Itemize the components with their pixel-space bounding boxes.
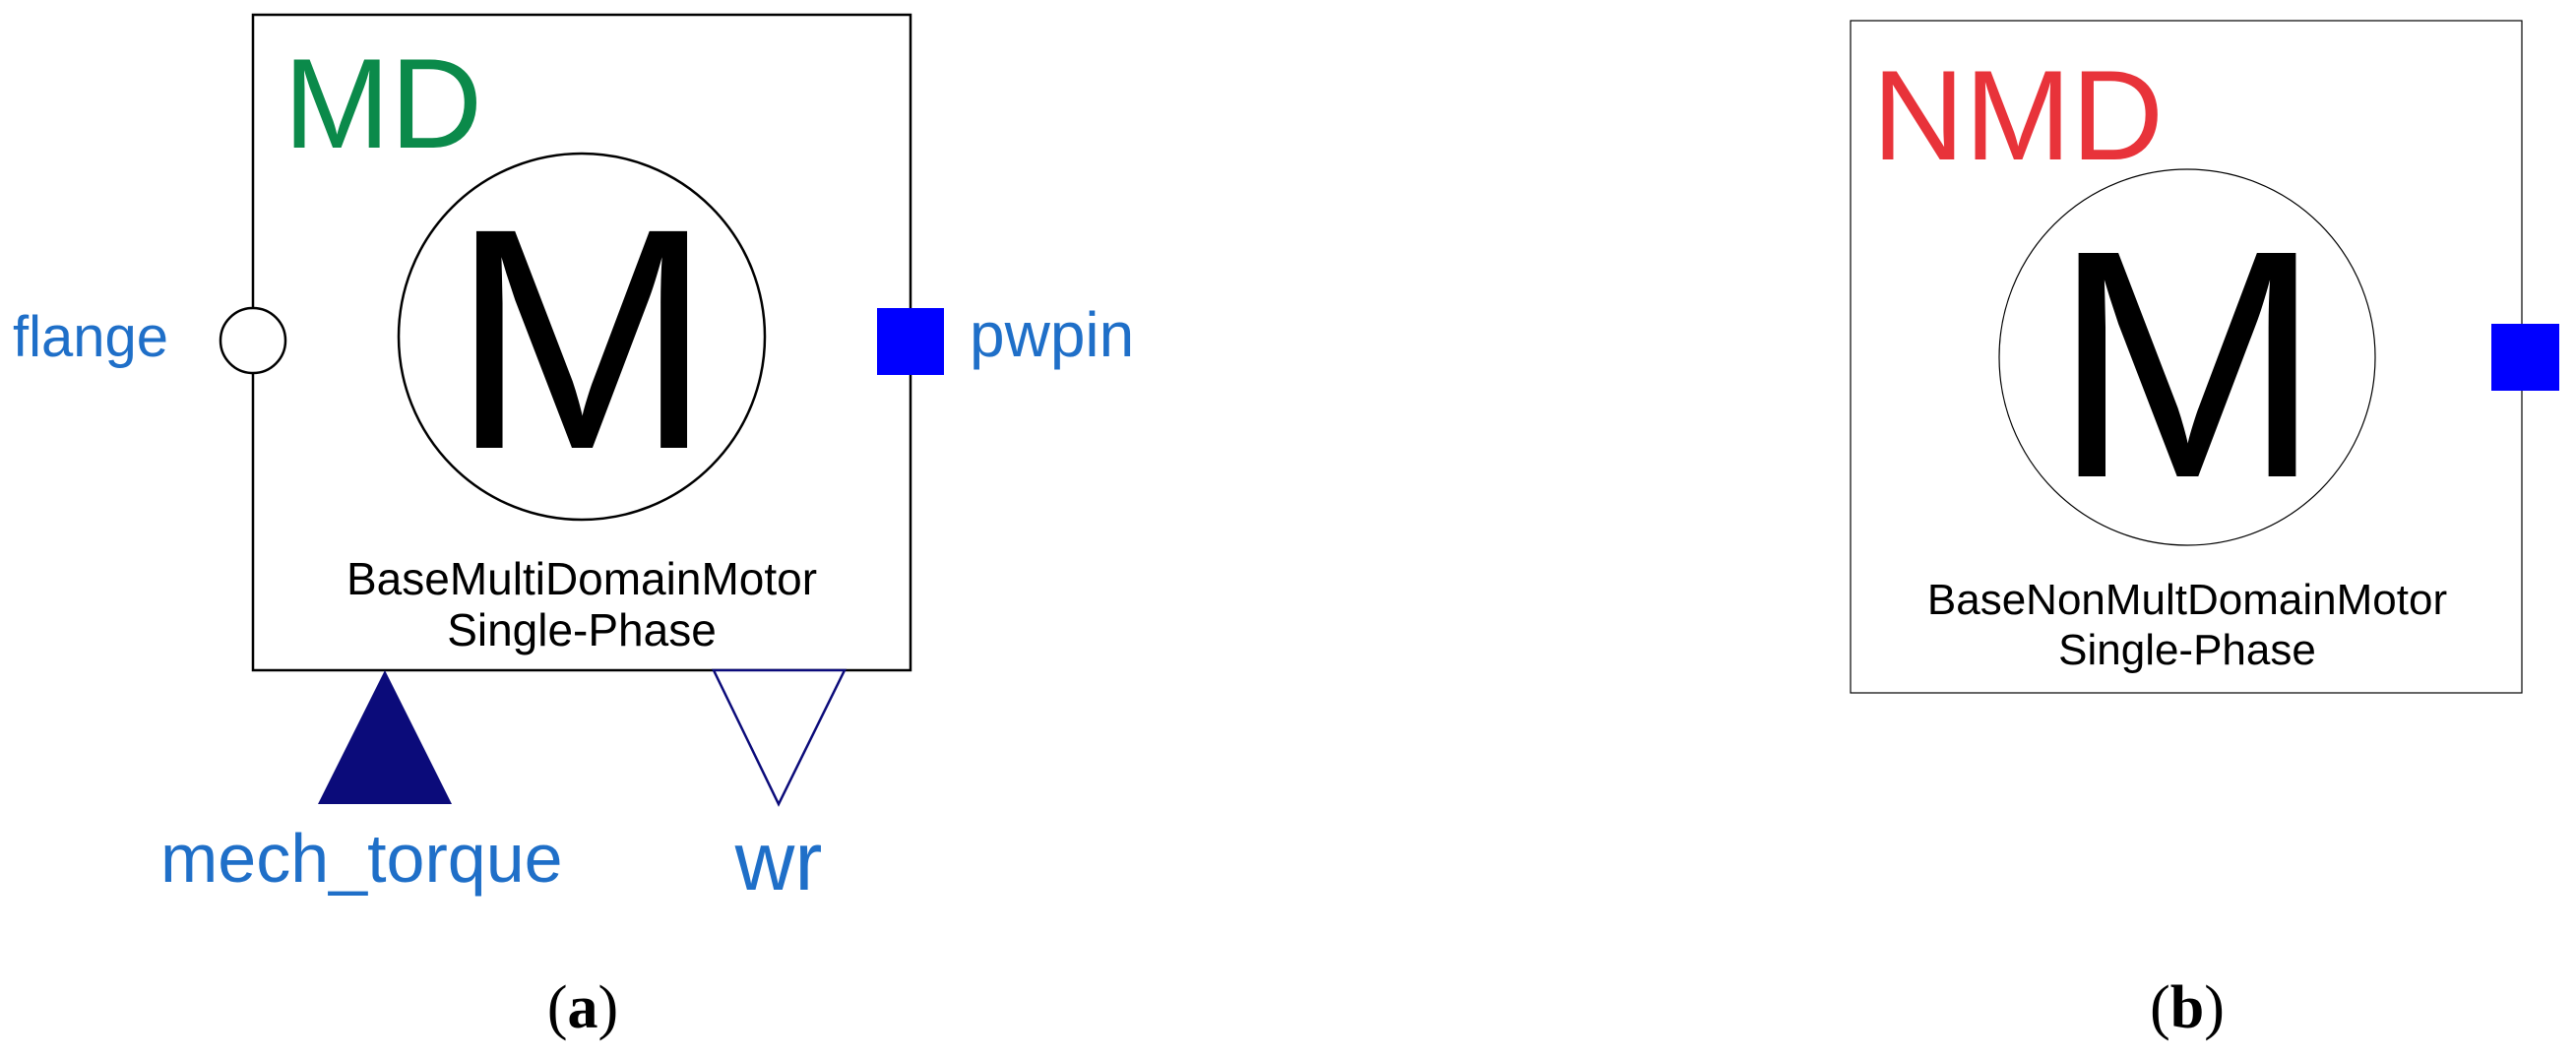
nmd-tag: NMD xyxy=(1872,43,2164,187)
flange-label: flange xyxy=(13,305,168,369)
wr-port-icon[interactable] xyxy=(712,668,848,807)
nmd-motor-circle-icon xyxy=(1998,168,2376,546)
nmd-model-subtitle: Single-Phase xyxy=(2058,626,2316,674)
md-model-subtitle: Single-Phase xyxy=(447,604,717,655)
pwpin-port-icon[interactable] xyxy=(877,308,944,375)
caption-a: (a) xyxy=(547,974,618,1041)
mech-torque-label: mech_torque xyxy=(160,820,563,897)
md-tag: MD xyxy=(283,31,482,175)
panel-b: NMD M BaseNonMultDomainMotor Single-Phas… xyxy=(1850,20,2559,1041)
nmd-pwpin-port-icon[interactable] xyxy=(2491,324,2559,391)
flange-port-icon[interactable] xyxy=(219,306,287,375)
panel-a: MD M BaseMultiDomainMotor Single-Phase f… xyxy=(13,13,1134,1041)
md-model-name: BaseMultiDomainMotor xyxy=(346,553,817,604)
nmd-model-name: BaseNonMultDomainMotor xyxy=(1927,576,2447,624)
caption-b: (b) xyxy=(2150,974,2225,1041)
md-motor-symbol: M xyxy=(451,162,714,515)
mech-torque-port-icon[interactable] xyxy=(318,670,452,804)
wr-label: wr xyxy=(734,815,823,907)
pwpin-label: pwpin xyxy=(970,299,1134,370)
nmd-motor-symbol: M xyxy=(2052,182,2323,545)
md-motor-circle-icon xyxy=(397,152,767,522)
